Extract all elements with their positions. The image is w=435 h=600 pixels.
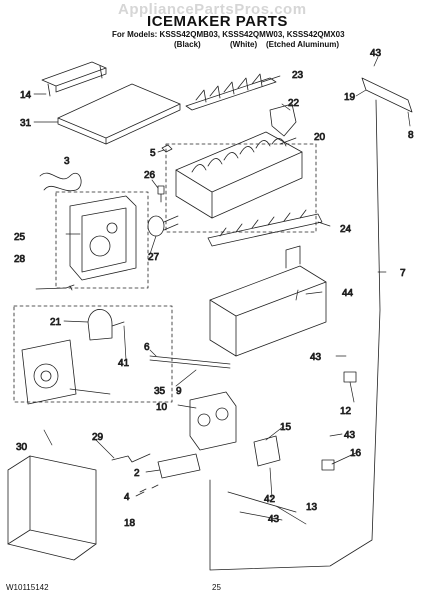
part-motor: [87, 309, 125, 341]
page-title: ICEMAKER PARTS: [147, 13, 288, 30]
callout-12: 12: [340, 406, 352, 417]
callout-15: 15: [280, 422, 292, 433]
callout-29: 29: [92, 432, 104, 443]
callout-5: 5: [150, 148, 156, 159]
callout-8: 8: [408, 130, 414, 141]
finish-etched-aluminum: (Etched Aluminum): [266, 40, 340, 49]
part-clip-16: [321, 459, 335, 471]
part-clip-12: [343, 371, 357, 383]
callout-42: 42: [264, 494, 276, 505]
callout-35: 35: [154, 386, 166, 397]
callout-43-top: 43: [370, 48, 382, 59]
callout-10: 10: [156, 402, 168, 413]
housing-assembly-box: [55, 191, 149, 289]
part-wire-29: [111, 453, 151, 463]
callout-43-mid: 43: [310, 352, 322, 363]
part-tube-9: [149, 359, 231, 369]
part-motor-plate: [21, 339, 77, 405]
callout-27: 27: [148, 252, 160, 263]
models-line: For Models: KSSS42QMB03, KSSS42QMW03, KS…: [112, 30, 345, 39]
callout-14: 14: [20, 90, 32, 101]
callout-7: 7: [400, 268, 406, 279]
part-control-housing: [69, 195, 137, 281]
callout-44: 44: [342, 288, 354, 299]
part-screw-5: [161, 144, 173, 153]
part-screw-28: [65, 284, 75, 291]
mold-assembly-box: [165, 143, 317, 233]
callout-43-bottom: 43: [268, 514, 280, 525]
callout-4: 4: [124, 492, 130, 503]
callout-31: 31: [20, 118, 32, 129]
finish-black: (Black): [174, 40, 201, 49]
part-ice-mold: [175, 131, 303, 219]
page-number: 25: [212, 583, 221, 592]
part-fill-cup: [361, 77, 413, 113]
callout-25: 25: [14, 232, 26, 243]
callout-26: 26: [144, 170, 156, 181]
part-rod-13: [227, 491, 297, 513]
part-ejector-comb: [185, 73, 277, 111]
part-wire-harness: [39, 172, 82, 192]
part-valve-bracket: [157, 453, 201, 479]
leader-lines: [33, 56, 411, 525]
finish-white: (White): [230, 40, 258, 49]
part-terminal-block: [253, 435, 281, 467]
callout-2: 2: [134, 468, 140, 479]
callout-30: 30: [16, 442, 28, 453]
part-cover: [7, 455, 97, 561]
part-stripper: [207, 209, 323, 247]
callout-41: 41: [118, 358, 130, 369]
part-mold-heater-plug: [147, 215, 179, 237]
callout-28: 28: [14, 254, 26, 265]
callout-9: 9: [176, 386, 182, 397]
callout-labels: 43 14 23 31 19 8 22 3 5 20 26 25 24 28 2…: [14, 48, 415, 530]
callout-23: 23: [292, 70, 304, 81]
callout-21: 21: [50, 317, 62, 328]
callout-19: 19: [344, 92, 356, 103]
part-bracket: [41, 61, 107, 97]
document-number: W10115142: [6, 583, 49, 592]
part-fill-tube: [209, 99, 381, 571]
part-screws-4: [139, 484, 159, 493]
part-mounting-bracket: [209, 245, 327, 357]
callout-43-right: 43: [344, 430, 356, 441]
callout-24: 24: [340, 224, 352, 235]
part-cover-plate: [57, 83, 181, 145]
watermark: AppliancePartsPros.com: [118, 1, 307, 18]
callout-3: 3: [64, 156, 70, 167]
callout-16: 16: [350, 448, 362, 459]
callout-18: 18: [124, 518, 136, 529]
callout-6: 6: [144, 342, 150, 353]
part-shutoff-arm: [269, 103, 297, 137]
callout-13: 13: [306, 502, 318, 513]
part-screw-26: [157, 185, 165, 203]
callout-20: 20: [314, 132, 326, 143]
motor-assembly-box: [13, 305, 173, 403]
part-water-valve: [189, 391, 237, 451]
part-tube-6: [149, 355, 231, 365]
callout-22: 22: [288, 98, 300, 109]
